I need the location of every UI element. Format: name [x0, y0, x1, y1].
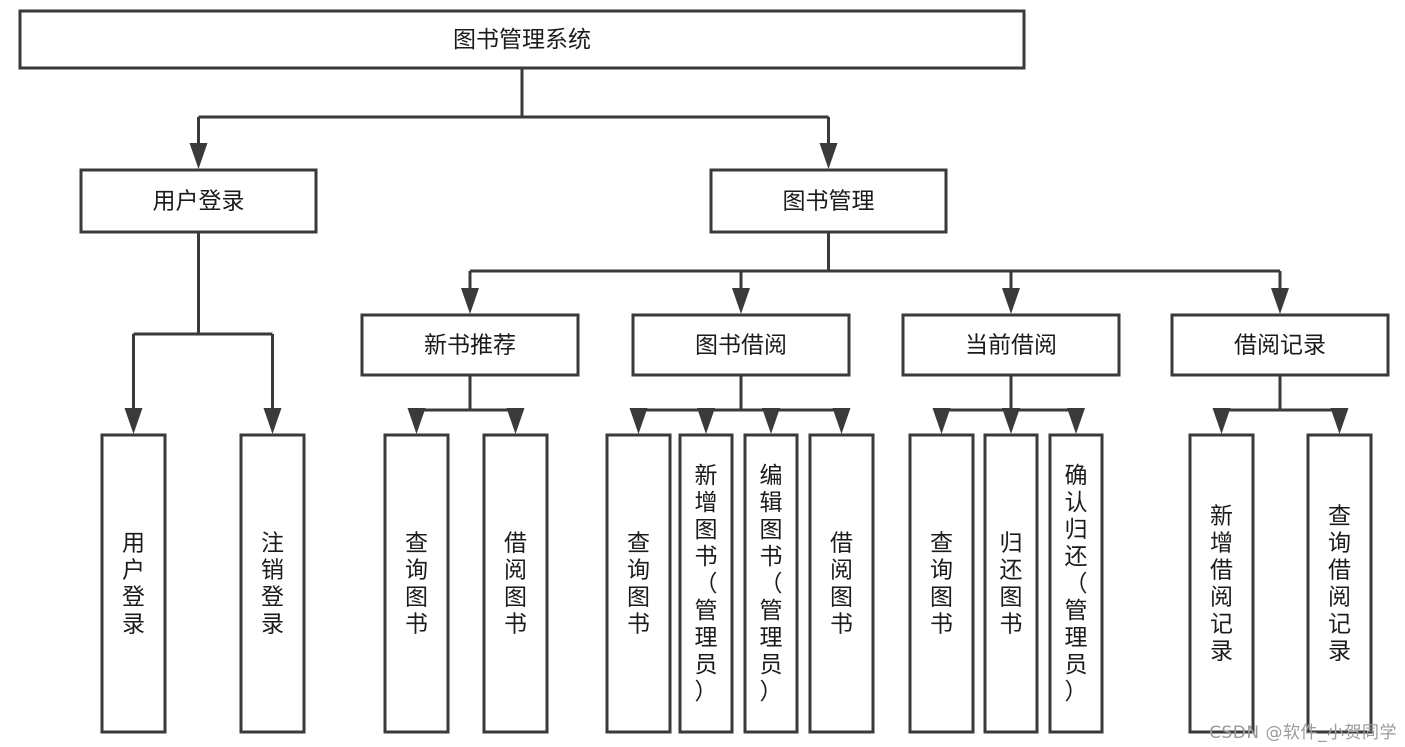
connector-layer: [124, 68, 1349, 434]
node-box: [1306, 433, 1373, 734]
arrow-head-icon: [697, 408, 715, 434]
node-leaf-add-book[interactable]: 新增图书（管理员）: [678, 433, 734, 734]
node-leaf-borrow-book-1[interactable]: 借阅图书: [482, 433, 549, 734]
node-label: 用户登录: [153, 189, 245, 215]
node-borrow-record[interactable]: 借阅记录: [1170, 313, 1390, 377]
node-label: 当前借阅: [965, 333, 1057, 359]
node-leaf-user-login[interactable]: 用户登录: [100, 433, 167, 734]
node-label: 借阅图书: [830, 531, 853, 638]
node-box: [808, 433, 875, 734]
node-box: [678, 433, 734, 734]
node-label: 查询图书: [930, 531, 953, 638]
node-current-borrow[interactable]: 当前借阅: [901, 313, 1121, 377]
node-label: 图书管理系统: [453, 27, 591, 53]
node-label: 新增图书（管理员）: [695, 463, 718, 705]
node-label: 借阅图书: [504, 531, 527, 638]
arrow-head-icon: [819, 143, 838, 169]
node-label: 确认归还（管理员）: [1065, 463, 1088, 705]
arrow-head-icon: [1002, 408, 1020, 434]
node-leaf-confirm-return[interactable]: 确认归还（管理员）: [1048, 433, 1104, 734]
node-leaf-query-book-1[interactable]: 查询图书: [383, 433, 450, 734]
node-box: [983, 433, 1039, 734]
node-label: 注销登录: [261, 531, 284, 638]
node-leaf-add-record[interactable]: 新增借阅记录: [1188, 433, 1255, 734]
arrow-head-icon: [762, 408, 780, 434]
node-label: 编辑图书（管理员）: [760, 463, 783, 705]
arrow-head-icon: [629, 408, 648, 434]
node-leaf-logout[interactable]: 注销登录: [239, 433, 306, 734]
arrow-head-icon: [407, 408, 426, 434]
node-label: 新书推荐: [424, 333, 516, 359]
watermark-text: CSDN @软件_小贺同学: [1209, 723, 1397, 743]
node-box: [1048, 433, 1104, 734]
arrow-head-icon: [1002, 288, 1020, 314]
arrow-head-icon: [461, 288, 479, 314]
node-user-login[interactable]: 用户登录: [79, 168, 318, 234]
node-label: 查询借阅记录: [1328, 504, 1351, 665]
arrow-head-icon: [1271, 288, 1289, 314]
node-label: 图书借阅: [695, 333, 787, 359]
node-label: 查询图书: [405, 531, 428, 638]
arrow-head-icon: [1067, 408, 1085, 434]
arrow-head-icon: [832, 408, 851, 434]
node-label: 查询图书: [627, 531, 650, 638]
node-label: 图书管理: [783, 189, 875, 215]
node-box: [360, 313, 580, 377]
node-root[interactable]: 图书管理系统: [18, 9, 1026, 70]
arrow-head-icon: [124, 408, 143, 434]
arrow-head-icon: [263, 408, 282, 434]
node-leaf-edit-book[interactable]: 编辑图书（管理员）: [743, 433, 799, 734]
arrow-head-icon: [932, 408, 951, 434]
node-box: [100, 433, 167, 734]
node-box: [709, 168, 948, 234]
arrow-head-icon: [189, 143, 208, 169]
node-book-borrow[interactable]: 图书借阅: [631, 313, 851, 377]
node-label: 归还图书: [1000, 531, 1023, 638]
arrow-head-icon: [1212, 408, 1231, 434]
node-box: [79, 168, 318, 234]
arrow-head-icon: [506, 408, 525, 434]
node-leaf-query-record[interactable]: 查询借阅记录: [1306, 433, 1373, 734]
node-box: [482, 433, 549, 734]
node-box: [1188, 433, 1255, 734]
node-book-manage[interactable]: 图书管理: [709, 168, 948, 234]
node-box: [18, 9, 1026, 70]
arrow-head-icon: [1330, 408, 1349, 434]
node-box: [908, 433, 975, 734]
node-leaf-query-book-2[interactable]: 查询图书: [605, 433, 672, 734]
node-leaf-return-book[interactable]: 归还图书: [983, 433, 1039, 734]
arrow-head-icon: [732, 288, 750, 314]
node-box: [239, 433, 306, 734]
node-label: 新增借阅记录: [1210, 504, 1233, 665]
node-box: [383, 433, 450, 734]
node-leaf-borrow-book-2[interactable]: 借阅图书: [808, 433, 875, 734]
node-new-book-rec[interactable]: 新书推荐: [360, 313, 580, 377]
node-box: [605, 433, 672, 734]
node-layer: 图书管理系统用户登录图书管理新书推荐图书借阅当前借阅借阅记录用户登录注销登录查询…: [18, 9, 1390, 734]
node-label: 借阅记录: [1234, 333, 1326, 359]
node-label: 用户登录: [122, 531, 145, 638]
node-box: [743, 433, 799, 734]
node-leaf-query-book-3[interactable]: 查询图书: [908, 433, 975, 734]
node-box: [631, 313, 851, 377]
node-box: [1170, 313, 1390, 377]
node-box: [901, 313, 1121, 377]
